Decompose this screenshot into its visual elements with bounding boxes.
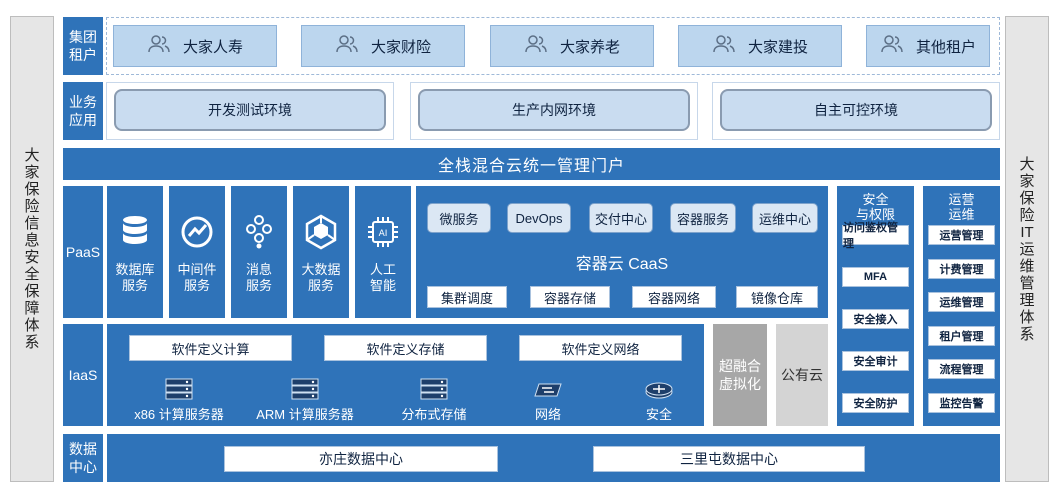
- users-icon: [712, 34, 736, 58]
- paas-module-middleware[interactable]: 中间件服务: [169, 186, 225, 318]
- software-defined-item[interactable]: 软件定义网络: [519, 335, 682, 361]
- caas-bottom-item[interactable]: 集群调度: [427, 286, 507, 308]
- datacenter-item[interactable]: 亦庄数据中心: [224, 446, 498, 472]
- business-env-item[interactable]: 自主可控环境: [720, 89, 992, 131]
- svg-text:AI: AI: [379, 229, 388, 239]
- users-icon: [335, 34, 359, 58]
- datacenter-row-label: 数据中心: [63, 434, 103, 482]
- left-security-bar-text: 大家保险信息安全保障体系: [24, 147, 40, 351]
- caas-top-item[interactable]: 交付中心: [589, 203, 653, 233]
- users-icon: [524, 34, 548, 58]
- paas-module-bigdata[interactable]: 大数据服务: [293, 186, 349, 318]
- caas-bottom-item[interactable]: 容器网络: [632, 286, 716, 308]
- server-icon: [291, 378, 319, 400]
- paas-module-database[interactable]: 数据库服务: [107, 186, 163, 318]
- paas-module-label: 中间件服务: [177, 262, 217, 293]
- users-icon: [880, 34, 904, 58]
- security-column-title: 安全与权限: [855, 192, 895, 222]
- ops-item[interactable]: 运维管理: [928, 292, 995, 312]
- unified-portal-label: 全栈混合云统一管理门户: [437, 158, 625, 175]
- ops-column-title: 运营运维: [948, 192, 975, 222]
- hardware-label: 分布式存储: [401, 407, 467, 422]
- bigdata-icon: [304, 212, 338, 252]
- paas-module-label: 数据库服务: [115, 262, 155, 293]
- ops-item[interactable]: 流程管理: [928, 359, 995, 379]
- business-row-label: 业务应用: [63, 82, 103, 140]
- ops-item[interactable]: 监控告警: [928, 393, 995, 413]
- tenant-item[interactable]: 大家建投: [678, 25, 842, 67]
- paas-module-message[interactable]: 消息服务: [231, 186, 287, 318]
- left-security-bar: 大家保险信息安全保障体系: [10, 16, 54, 482]
- software-defined-item[interactable]: 软件定义存储: [324, 335, 487, 361]
- tenant-row-label: 集团租户: [63, 17, 103, 75]
- tenant-label: 其他租户: [915, 38, 976, 56]
- paas-module-label: 大数据服务: [301, 262, 341, 293]
- ops-item[interactable]: 运营管理: [928, 225, 995, 245]
- caas-top-item[interactable]: 微服务: [427, 203, 491, 233]
- business-env-item[interactable]: 生产内网环境: [418, 89, 690, 131]
- business-env-label: 生产内网环境: [512, 102, 596, 118]
- tenant-item[interactable]: 大家财险: [301, 25, 465, 67]
- hardware-label: 网络: [534, 407, 561, 422]
- hardware-label: x86 计算服务器: [134, 407, 224, 422]
- caas-title: 容器云 CaaS: [575, 256, 669, 273]
- network-switch-icon: [533, 380, 563, 400]
- middleware-icon: [180, 212, 214, 252]
- tenant-item[interactable]: 大家养老: [490, 25, 654, 67]
- users-icon: [147, 34, 171, 58]
- message-icon: [244, 212, 274, 252]
- security-item[interactable]: 安全审计: [842, 351, 909, 371]
- business-env-label: 开发测试环境: [208, 102, 292, 118]
- hardware-label: 安全: [645, 407, 672, 422]
- tenant-label: 大家人寿: [182, 38, 243, 56]
- business-env-item[interactable]: 开发测试环境: [114, 89, 386, 131]
- software-defined-item[interactable]: 软件定义计算: [129, 335, 292, 361]
- server-icon: [420, 378, 448, 400]
- paas-row-label: PaaS: [63, 186, 103, 318]
- tenant-item[interactable]: 大家人寿: [113, 25, 277, 67]
- caas-top-item[interactable]: 容器服务: [670, 203, 736, 233]
- paas-module-label: 消息服务: [245, 262, 272, 293]
- caas-top-item[interactable]: DevOps: [507, 203, 571, 233]
- caas-top-item[interactable]: 运维中心: [752, 203, 818, 233]
- paas-module-ai[interactable]: AI 人工智能: [355, 186, 411, 318]
- security-item[interactable]: 访问鉴权管理: [842, 222, 909, 250]
- router-icon: [644, 380, 674, 400]
- tenant-label: 大家养老: [559, 38, 620, 56]
- ops-item[interactable]: 租户管理: [928, 326, 995, 346]
- unified-portal-bar[interactable]: 全栈混合云统一管理门户: [63, 148, 1000, 180]
- business-env-label: 自主可控环境: [814, 102, 898, 118]
- hyperconverged-virtualization[interactable]: 超融合虚拟化: [713, 324, 767, 426]
- ops-item[interactable]: 计费管理: [928, 259, 995, 279]
- caas-bottom-item[interactable]: 镜像仓库: [736, 286, 818, 308]
- tenant-label: 大家财险: [370, 38, 431, 56]
- datacenter-item[interactable]: 三里屯数据中心: [593, 446, 865, 472]
- server-icon: [165, 378, 193, 400]
- database-icon: [120, 212, 150, 252]
- tenant-label: 大家建投: [747, 38, 808, 56]
- security-item[interactable]: MFA: [842, 267, 909, 287]
- caas-bottom-item[interactable]: 容器存储: [530, 286, 610, 308]
- security-item[interactable]: 安全防护: [842, 393, 909, 413]
- public-cloud[interactable]: 公有云: [776, 324, 828, 426]
- tenant-item[interactable]: 其他租户: [866, 25, 990, 67]
- iaas-row-label: IaaS: [63, 324, 103, 426]
- hardware-label: ARM 计算服务器: [256, 407, 354, 422]
- paas-module-label: 人工智能: [369, 262, 396, 293]
- security-item[interactable]: 安全接入: [842, 309, 909, 329]
- ai-chip-icon: AI: [366, 212, 400, 252]
